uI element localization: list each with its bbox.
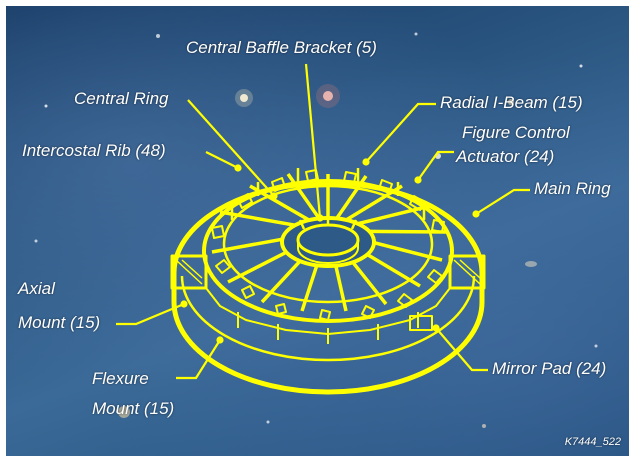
figure-id: K7444_522 xyxy=(564,436,621,448)
ring-section-left xyxy=(170,254,208,290)
leader-main-ring xyxy=(475,188,530,215)
outer-ring-rim xyxy=(180,275,476,362)
diagram-canvas: Central Baffle Bracket (5) Central Ring … xyxy=(6,6,629,456)
label-axial-mount-line2: Mount (15) xyxy=(18,313,101,332)
leader-radial-i-beam xyxy=(365,102,436,163)
actuators xyxy=(230,168,426,220)
label-central-baffle-bracket: Central Baffle Bracket (5) xyxy=(186,38,377,57)
label-axial-mount-line1: Axial xyxy=(18,279,55,298)
label-flexure-mount-line1: Flexure xyxy=(92,369,149,388)
lower-structure xyxy=(205,287,451,344)
label-flexure-mount-line2: Mount (15) xyxy=(92,399,175,418)
leader-figure-control-actuator xyxy=(417,150,454,181)
label-mirror-pad: Mirror Pad (24) xyxy=(492,359,607,378)
leader-mirror-pad xyxy=(435,327,488,372)
label-main-ring: Main Ring xyxy=(534,179,611,198)
label-central-ring: Central Ring xyxy=(74,89,169,108)
starfield xyxy=(34,32,598,428)
label-figure-control-actuator-line2: Actuator (24) xyxy=(456,147,555,166)
label-figure-control-actuator-line1: Figure Control xyxy=(462,123,570,142)
leader-central-baffle-bracket xyxy=(304,63,322,219)
baffle-brackets xyxy=(298,215,358,230)
leader-axial-mount xyxy=(116,302,185,326)
leader-intercostal-rib xyxy=(205,151,239,169)
mirror-assembly xyxy=(170,168,486,395)
central-ring-bore xyxy=(297,240,359,264)
ring-section-right xyxy=(448,254,486,290)
label-intercostal-rib: Intercostal Rib (48) xyxy=(22,141,166,160)
label-radial-i-beam: Radial I-Beam (15) xyxy=(440,93,583,112)
mirror-structure-diagram xyxy=(34,32,598,428)
intercostal-ribs xyxy=(211,169,445,321)
outer-ring-bottom xyxy=(171,273,485,395)
leader-flexure-mount xyxy=(176,339,221,380)
leader-central-ring xyxy=(187,99,275,197)
leader-lines xyxy=(116,63,530,380)
